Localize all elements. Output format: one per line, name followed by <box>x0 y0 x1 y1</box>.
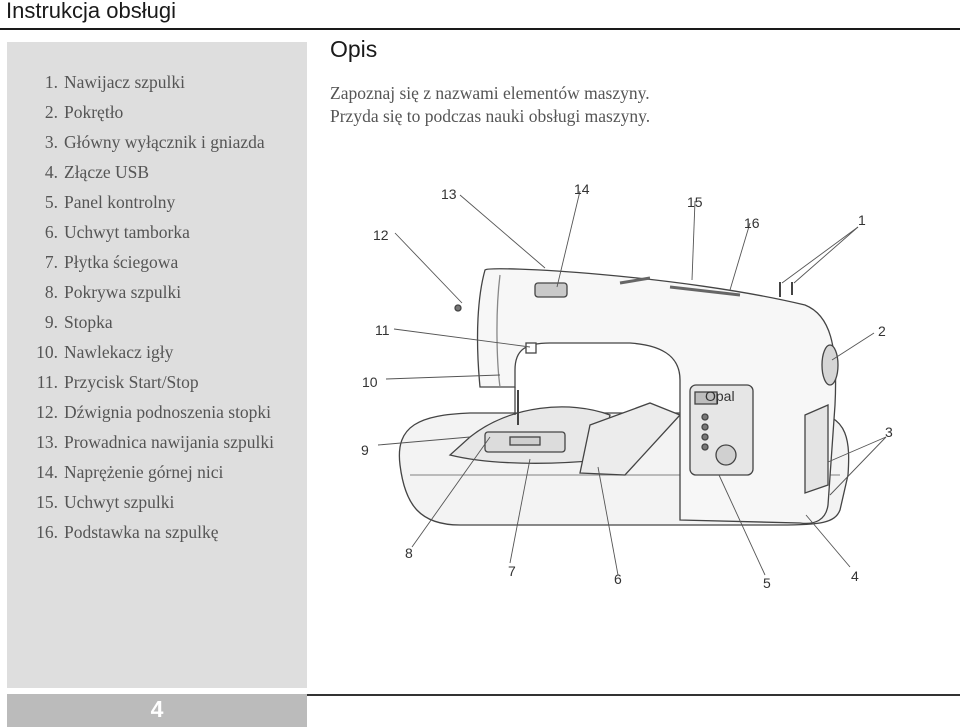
section-title: Opis <box>330 36 378 62</box>
callout-13: 13 <box>441 186 457 202</box>
parts-list-item: 16. Podstawka na szpulkę <box>7 520 307 545</box>
parts-list-item: 15. Uchwyt szpulki <box>7 490 307 515</box>
intro-text: Zapoznaj się z nazwami elementów maszyny… <box>330 82 650 128</box>
callout-8: 8 <box>405 545 413 561</box>
item-label: Pokrętło <box>64 102 124 122</box>
parts-list-item: 2. Pokrętło <box>7 100 307 125</box>
item-number: 8. <box>44 282 58 302</box>
intro-line: Przyda się to podczas nauki obsługi masz… <box>330 106 651 126</box>
item-label: Nawlekacz igły <box>64 342 174 362</box>
item-number: 7. <box>44 252 58 272</box>
page-number: 4 <box>7 694 307 727</box>
item-number: 9. <box>44 312 58 332</box>
parts-list-item: 7. Płytka ściegowa <box>7 250 307 275</box>
item-number: 14. <box>36 462 58 482</box>
parts-list-item: 6. Uchwyt tamborka <box>7 220 307 245</box>
parts-list-item: 3. Główny wyłącznik i gniazda <box>7 130 307 155</box>
parts-list-item: 12. Dźwignia podnoszenia stopki <box>7 400 307 425</box>
item-label: Pokrywa szpulki <box>64 282 182 302</box>
callout-7: 7 <box>508 563 516 579</box>
sewing-machine-illustration <box>398 268 850 526</box>
header-rule <box>0 28 960 30</box>
callout-1: 1 <box>858 212 866 228</box>
parts-list-item: 5. Panel kontrolny <box>7 190 307 215</box>
item-number: 10. <box>36 342 58 362</box>
sewing-machine-diagram: Opal 1 2 3 4 5 6 7 8 9 10 11 12 13 14 15 <box>361 181 893 591</box>
item-number: 13. <box>36 432 58 452</box>
item-label: Złącze USB <box>64 162 150 182</box>
panel-label: Opal <box>705 388 735 404</box>
parts-list-item: 9. Stopka <box>7 310 307 335</box>
item-label: Nawijacz szpulki <box>64 72 185 92</box>
callout-numbers: 1 2 3 4 5 6 7 8 9 10 11 12 13 14 15 16 <box>361 181 893 591</box>
callout-14: 14 <box>574 181 590 197</box>
callout-15: 15 <box>687 194 703 210</box>
footer-rule <box>307 694 960 696</box>
parts-list-item: 4. Złącze USB <box>7 160 307 185</box>
item-number: 4. <box>44 162 58 182</box>
item-label: Główny wyłącznik i gniazda <box>64 132 265 152</box>
item-label: Naprężenie górnej nici <box>64 462 224 482</box>
item-label: Płytka ściegowa <box>64 252 179 272</box>
callout-2: 2 <box>878 323 886 339</box>
parts-list-item: 11. Przycisk Start/Stop <box>7 370 307 395</box>
item-number: 15. <box>36 492 58 512</box>
parts-list-item: 13. Prowadnica nawijania szpulki <box>7 430 307 455</box>
callout-4: 4 <box>851 568 859 584</box>
callout-9: 9 <box>361 442 369 458</box>
callout-5: 5 <box>763 575 771 591</box>
callout-12: 12 <box>373 227 389 243</box>
document-title: Instrukcja obsługi <box>6 0 176 23</box>
item-number: 2. <box>44 102 58 122</box>
item-number: 12. <box>36 402 58 422</box>
item-label: Prowadnica nawijania szpulki <box>64 432 274 452</box>
callout-10: 10 <box>362 374 378 390</box>
item-number: 5. <box>44 192 58 212</box>
item-number: 6. <box>44 222 58 242</box>
item-label: Dźwignia podnoszenia stopki <box>64 402 272 422</box>
item-label: Podstawka na szpulkę <box>64 522 219 542</box>
callout-11: 11 <box>375 322 390 338</box>
parts-list-item: 8. Pokrywa szpulki <box>7 280 307 305</box>
item-label: Panel kontrolny <box>64 192 176 212</box>
item-label: Stopka <box>64 312 113 332</box>
callout-16: 16 <box>744 215 760 231</box>
parts-list-item: 14. Naprężenie górnej nici <box>7 460 307 485</box>
callout-3: 3 <box>885 424 893 440</box>
item-label: Uchwyt szpulki <box>64 492 175 512</box>
item-label: Przycisk Start/Stop <box>64 372 199 392</box>
parts-list-item: 1. Nawijacz szpulki <box>7 70 307 95</box>
item-number: 1. <box>44 72 58 92</box>
intro-line: Zapoznaj się z nazwami elementów maszyny… <box>330 83 650 103</box>
item-label: Uchwyt tamborka <box>64 222 190 242</box>
parts-sidebar: 1. Nawijacz szpulki 2. Pokrętło 3. Główny wył… <box>7 42 307 688</box>
leader-lines <box>377 190 887 576</box>
callout-6: 6 <box>614 571 622 587</box>
parts-list-item: 10. Nawlekacz igły <box>7 340 307 365</box>
parts-list: 1. Nawijacz szpulki 2. Pokrętło 3. Główny wył… <box>7 42 307 545</box>
item-number: 16. <box>36 522 58 542</box>
item-number: 11. <box>36 372 58 392</box>
item-number: 3. <box>44 132 58 152</box>
